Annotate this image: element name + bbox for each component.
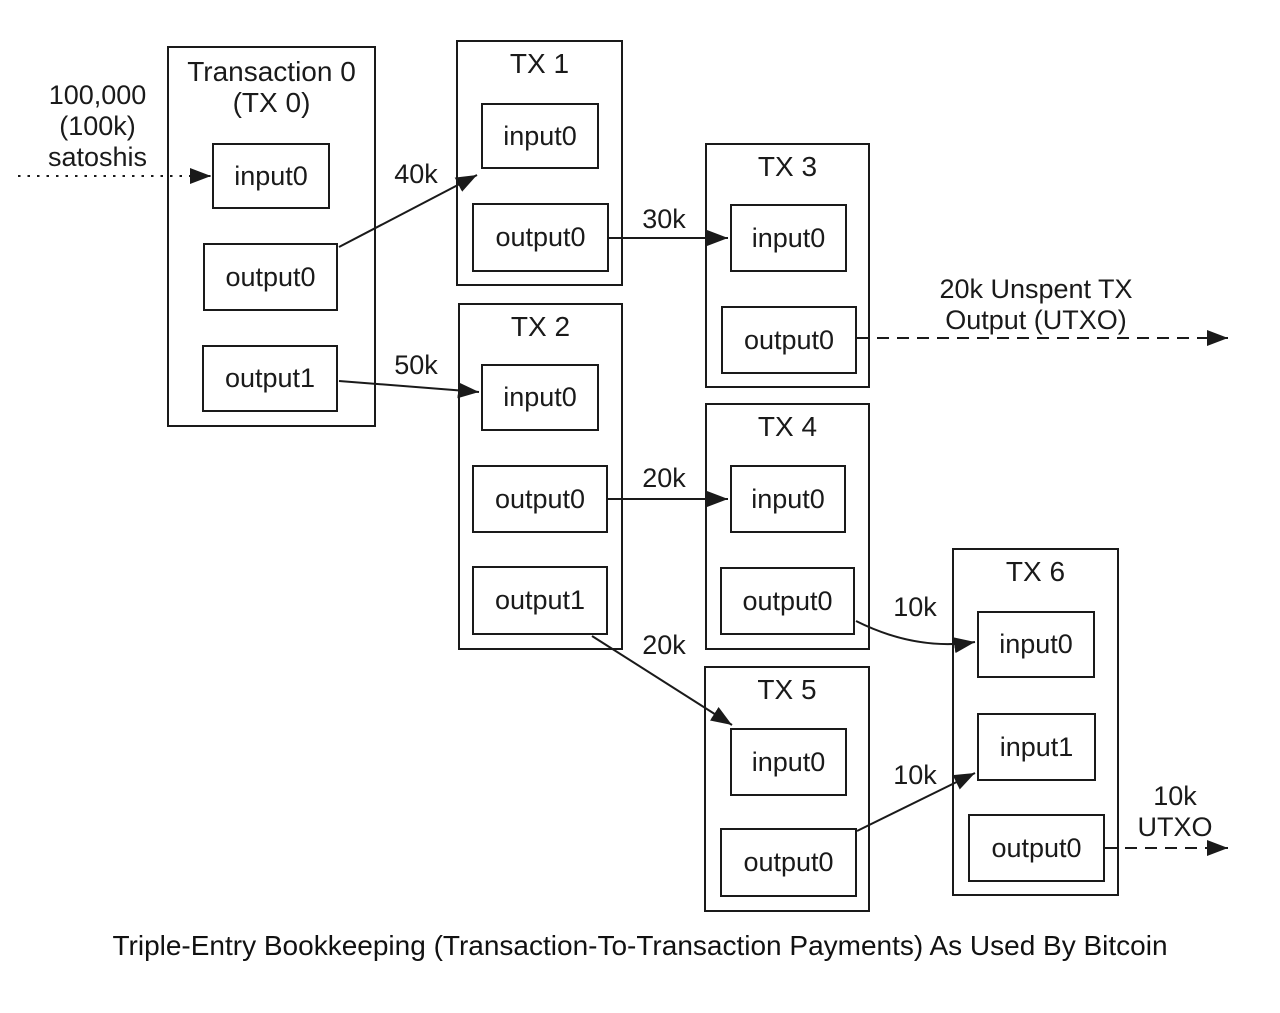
tx2-output0-label: output0 — [494, 483, 586, 514]
tx2-input0-label: input0 — [503, 382, 577, 412]
tx0-output0-box: output0 — [203, 243, 338, 311]
tx2-title: TX 2 — [510, 311, 571, 342]
tx1-input0-label: input0 — [503, 120, 577, 151]
tx1-box — [456, 40, 623, 286]
tx3-input0-label: input0 — [751, 222, 826, 253]
tx2-box — [458, 303, 623, 650]
tx6-box — [952, 548, 1119, 896]
flow-label-20k-tx5: 20k — [642, 630, 686, 660]
flow-label-10k-tx6b: 10k — [893, 760, 937, 790]
tx4-output0-label: output0 — [742, 585, 833, 616]
tx2-output1-label: output1 — [494, 585, 586, 615]
tx0-input0-label: input0 — [234, 160, 308, 191]
tx3-output0-label: output0 — [743, 324, 835, 355]
tx1-input0-box: input0 — [481, 103, 599, 169]
tx5-output0-box: output0 — [720, 828, 857, 897]
tx4-title: TX 4 — [757, 411, 818, 442]
source-satoshis-line3: satoshis — [47, 142, 148, 172]
flow-label-50k: 50k — [394, 350, 438, 380]
tx6-output0-box: output0 — [968, 814, 1105, 882]
tx3-output0-box: output0 — [721, 306, 857, 374]
tx6-input1-box: input1 — [977, 713, 1096, 781]
source-satoshis-line1: 100,000 — [48, 80, 147, 110]
tx4-input0-label: input0 — [751, 483, 825, 514]
utxo-10k-line1: 10k — [1153, 781, 1197, 811]
tx6-input0-box: input0 — [977, 611, 1095, 678]
source-satoshis-line2: (100k) — [59, 111, 136, 141]
tx4-box — [705, 403, 870, 650]
tx6-title: TX 6 — [1005, 556, 1066, 587]
tx0-input0-box: input0 — [212, 143, 330, 209]
tx0-output1-label: output1 — [224, 363, 316, 393]
utxo-20k-note: 20k Unspent TX Output (UTXO) — [916, 274, 1156, 336]
utxo-20k-line1: 20k Unspent TX — [939, 274, 1133, 304]
tx0-title-line2: (TX 0) — [232, 87, 311, 118]
tx2-input0-box: input0 — [481, 364, 599, 431]
utxo-10k-line2: UTXO — [1137, 812, 1213, 842]
tx4-input0-box: input0 — [730, 465, 846, 533]
tx0-title-line1: Transaction 0 — [187, 56, 356, 87]
tx5-title: TX 5 — [757, 674, 817, 705]
flow-label-20k-tx4: 20k — [642, 463, 686, 493]
tx2-output1-box: output1 — [472, 566, 608, 635]
tx1-output0-label: output0 — [495, 222, 586, 252]
flow-label-10k-tx6a: 10k — [893, 592, 937, 622]
tx3-box — [705, 143, 870, 388]
tx3-title: TX 3 — [757, 151, 818, 182]
tx2-output0-box: output0 — [472, 465, 608, 533]
utxo-20k-line2: Output (UTXO) — [945, 305, 1127, 335]
utxo-10k-note: 10k UTXO — [1115, 781, 1235, 843]
tx5-input0-box: input0 — [730, 728, 847, 796]
tx0-output0-label: output0 — [225, 261, 316, 292]
flow-label-30k: 30k — [642, 204, 686, 234]
tx5-input0-label: input0 — [751, 746, 826, 777]
tx1-output0-box: output0 — [472, 203, 609, 272]
tx0-output1-box: output1 — [202, 345, 338, 412]
tx6-input0-label: input0 — [999, 629, 1073, 659]
diagram-caption: Triple-Entry Bookkeeping (Transaction-To… — [112, 930, 1168, 961]
tx0-title: Transaction 0(TX 0) — [167, 56, 376, 118]
tx3-input0-box: input0 — [730, 204, 847, 272]
flow-label-40k: 40k — [394, 159, 438, 189]
tx6-input1-label: input1 — [999, 731, 1074, 762]
tx5-output0-label: output0 — [743, 847, 834, 877]
tx1-title: TX 1 — [509, 48, 570, 79]
tx4-output0-box: output0 — [720, 567, 855, 635]
tx6-output0-label: output0 — [991, 832, 1082, 863]
source-satoshis-note: 100,000 (100k) satoshis — [25, 80, 170, 173]
